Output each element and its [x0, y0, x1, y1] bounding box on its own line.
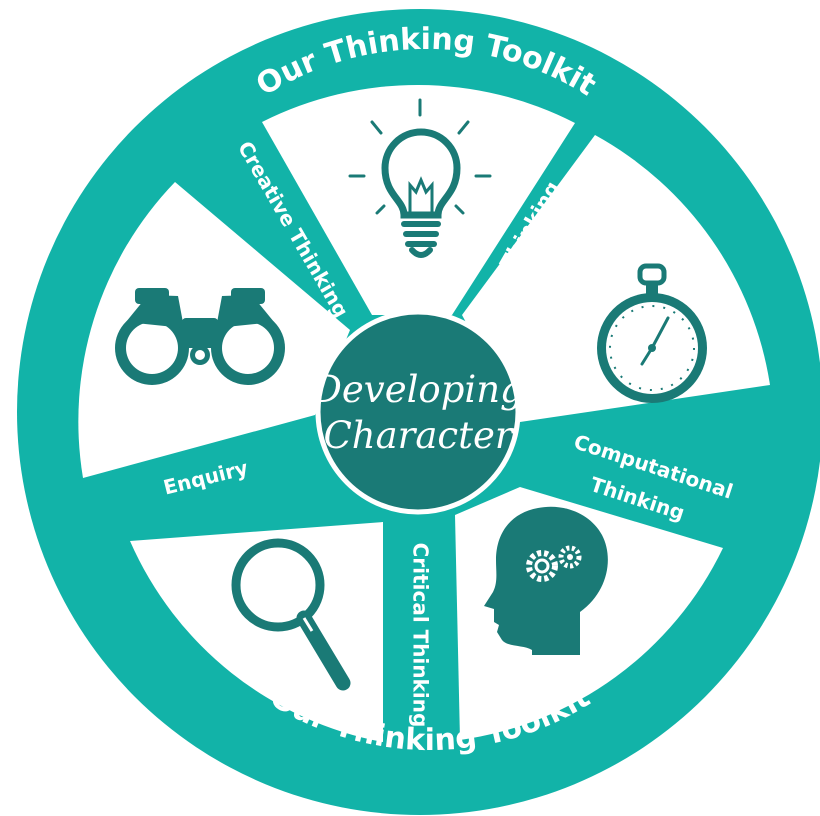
center-hub: [315, 309, 521, 515]
binoculars-icon: [115, 288, 285, 385]
magnifying-glass-icon: [231, 538, 351, 691]
center-text-line2: Character: [323, 414, 514, 457]
center-text-line1: Developing: [311, 368, 524, 411]
stopwatch-icon: [597, 263, 707, 403]
lightbulb-icon: [348, 98, 492, 258]
head-gears-icon: [484, 506, 608, 655]
spoke-label-critical-thinking: Critical Thinking: [409, 543, 433, 728]
